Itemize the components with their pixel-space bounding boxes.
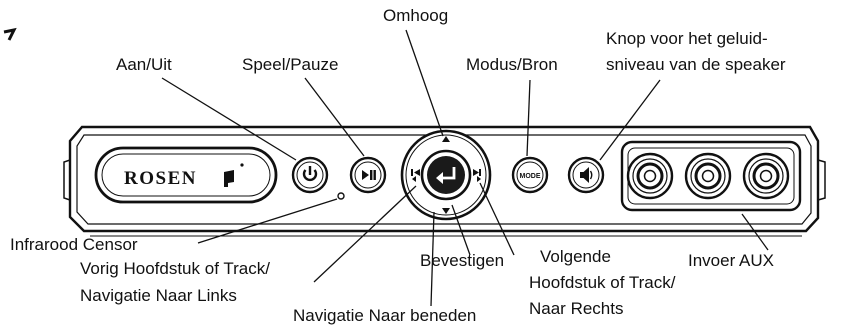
rosen-logo: ROSEN [94,146,278,204]
label-bevestigen: Bevestigen [420,251,504,270]
navigation-pad[interactable] [400,129,492,221]
label-speel-pauze: Speel/Pauze [242,55,338,74]
label-aan-uit: Aan/Uit [116,55,172,74]
power-button[interactable] [291,156,329,194]
label-knop-line2: sniveau van de speaker [606,55,786,74]
label-volgende-line1: Volgende [540,247,611,266]
label-vorig-line2: Navigatie Naar Links [80,286,237,305]
aux-jack-left[interactable] [626,152,674,200]
label-volgende-line2: Hoofdstuk of Track/ [529,273,676,292]
logo-text: ROSEN [124,168,197,189]
label-vorig-line1: Vorig Hoofdstuk of Track/ [80,259,270,278]
label-invoer-aux: Invoer AUX [688,251,774,270]
mode-button-label: MODE [520,173,541,180]
aux-input-panel [620,140,802,212]
leader-lines [161,29,769,307]
label-omhoog: Omhoog [383,6,448,25]
ir-sensor [337,192,345,200]
play-pause-button[interactable] [349,156,387,194]
callout-labels: Omhoog Aan/Uit Speel/Pauze Modus/Bron Kn… [10,6,786,325]
up-arrow-icon[interactable] [442,136,450,142]
down-arrow-icon[interactable] [442,208,450,214]
enter-icon [436,167,456,184]
aux-jack-right[interactable] [742,152,790,200]
previous-track-icon[interactable] [411,169,420,182]
label-navigatie-beneden: Navigatie Naar beneden [293,306,476,325]
power-icon [302,166,318,182]
confirm-button[interactable] [420,149,472,201]
volume-button[interactable] [567,156,605,194]
speaker-icon [580,167,593,183]
play-pause-icon [362,170,376,180]
label-volgende-line3: Naar Rechts [529,299,623,318]
mode-button[interactable]: MODE [511,156,549,194]
label-infrarood-censor: Infrarood Censor [10,235,138,254]
aux-jack-middle[interactable] [684,152,732,200]
label-knop-line1: Knop voor het geluid- [606,29,768,48]
label-modus-bron: Modus/Bron [466,55,558,74]
next-track-icon[interactable] [473,169,481,182]
corner-mark [3,27,17,41]
